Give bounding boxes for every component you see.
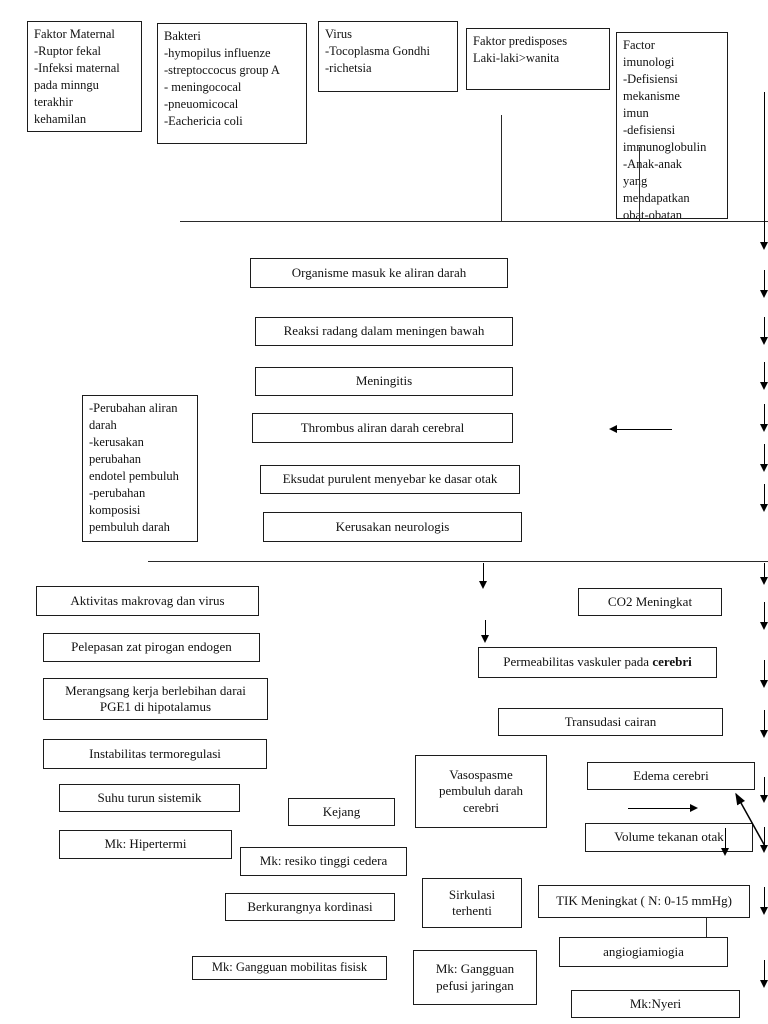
box-aktivitas-makrovag: Aktivitas makrovag dan virus — [36, 586, 259, 616]
connector-mid-horizontal-line — [148, 561, 768, 562]
down-arrow-icon — [760, 710, 768, 738]
right-arrow-icon — [628, 804, 698, 813]
box-angiogiamiogia: angiogiamiogia — [559, 937, 728, 967]
down-arrow-icon — [760, 887, 768, 915]
box-factor-imunologi: Factor imunologi -Defisiensi mekanisme i… — [616, 32, 728, 219]
down-arrow-icon — [760, 827, 768, 853]
connector-tik-angio-line — [706, 918, 707, 937]
down-arrow-icon — [760, 362, 768, 390]
box-suhu-turun: Suhu turun sistemik — [59, 784, 240, 812]
box-perubahan-aliran: -Perubahan aliran darah -kerusakan perub… — [82, 395, 198, 542]
connector-predisposes-line — [501, 115, 502, 221]
down-arrow-icon — [760, 92, 768, 250]
box-eksudat: Eksudat purulent menyebar ke dasar otak — [260, 465, 520, 494]
down-arrow-icon — [760, 444, 768, 472]
box-faktor-predisposes: Faktor predisposes Laki-laki>wanita — [466, 28, 610, 90]
box-merangsang-pge1: Merangsang kerja berlebihan darai PGE1 d… — [43, 678, 268, 720]
down-arrow-icon — [760, 317, 768, 345]
box-transudasi-cairan: Transudasi cairan — [498, 708, 723, 736]
connector-imunologi-line — [639, 147, 640, 221]
box-sirkulasi-terhenti: Sirkulasi terhenti — [422, 878, 522, 928]
box-pelepasan-pirogan: Pelepasan zat pirogan endogen — [43, 633, 260, 662]
box-mk-gangguan-mobilitas: Mk: Gangguan mobilitas fisisk — [192, 956, 387, 980]
down-arrow-icon — [760, 563, 768, 585]
permeabilitas-bold-text: cerebri — [652, 654, 692, 670]
down-arrow-icon — [760, 660, 768, 688]
box-instabilitas: Instabilitas termoregulasi — [43, 739, 267, 769]
down-arrow-icon — [481, 620, 490, 643]
down-arrow-icon — [760, 777, 768, 803]
box-permeabilitas-vaskuler: Permeabilitas vaskuler pada cerebri — [478, 647, 717, 678]
box-vasospasme: Vasospasme pembuluh darah cerebri — [415, 755, 547, 828]
down-arrow-icon — [760, 270, 768, 298]
box-kerusakan-neurologis: Kerusakan neurologis — [263, 512, 522, 542]
box-bakteri: Bakteri -hymopilus influenze -streptocco… — [157, 23, 307, 144]
box-virus: Virus -Tocoplasma Gondhi -richetsia — [318, 21, 458, 92]
down-arrow-icon — [760, 602, 768, 630]
box-meningitis: Meningitis — [255, 367, 513, 396]
box-kejang: Kejang — [288, 798, 395, 826]
box-mk-gangguan-pefusi: Mk: Gangguan pefusi jaringan — [413, 950, 537, 1005]
box-mk-hipertermi: Mk: Hipertermi — [59, 830, 232, 859]
box-mk-resiko-cedera: Mk: resiko tinggi cedera — [240, 847, 407, 876]
down-arrow-icon — [760, 484, 768, 512]
box-mk-nyeri: Mk:Nyeri — [571, 990, 740, 1018]
down-arrow-icon — [760, 404, 768, 432]
box-faktor-maternal: Faktor Maternal -Ruptor fekal -Infeksi m… — [27, 21, 142, 132]
box-co2-meningkat: CO2 Meningkat — [578, 588, 722, 616]
box-edema-cerebri: Edema cerebri — [587, 762, 755, 790]
permeabilitas-text: Permeabilitas vaskuler pada — [503, 654, 653, 670]
down-arrow-icon — [721, 828, 730, 856]
connector-top-horizontal-line — [180, 221, 768, 222]
down-arrow-icon — [479, 563, 488, 589]
box-tik-meningkat: TIK Meningkat ( N: 0-15 mmHg) — [538, 885, 750, 918]
box-organisme-masuk: Organisme masuk ke aliran darah — [250, 258, 508, 288]
box-thrombus: Thrombus aliran darah cerebral — [252, 413, 513, 443]
left-arrow-icon — [609, 425, 672, 434]
box-berkurangnya-kordinasi: Berkurangnya kordinasi — [225, 893, 395, 921]
down-arrow-icon — [760, 960, 768, 988]
diagonal-arrow-icon — [735, 792, 767, 849]
box-reaksi-radang: Reaksi radang dalam meningen bawah — [255, 317, 513, 346]
